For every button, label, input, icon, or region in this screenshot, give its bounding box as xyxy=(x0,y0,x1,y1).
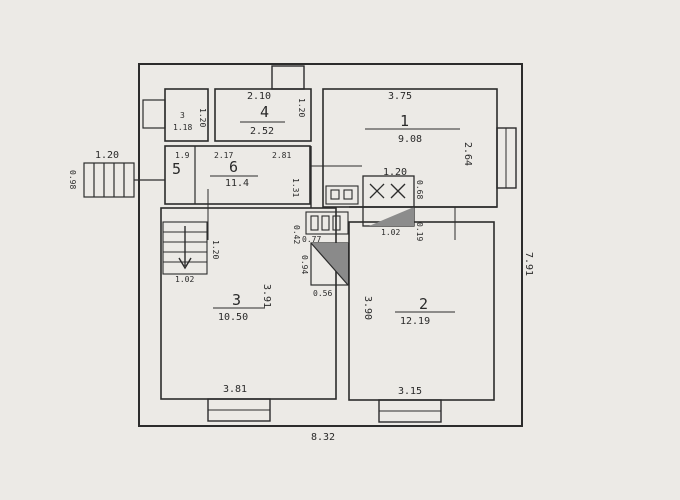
dim-stair-width: 1.02 xyxy=(175,275,194,284)
dim-stair-height: 1.20 xyxy=(211,240,220,259)
dim-stove-h: 0.68 xyxy=(415,180,424,199)
dim-r1-height: 2.64 xyxy=(462,142,473,166)
room-5-number: 5 xyxy=(172,160,181,178)
room-3-number: 3 xyxy=(232,291,241,309)
dim-stove-bottom: 1.02 xyxy=(381,228,400,237)
dim-r3-height: 3.91 xyxy=(261,284,272,308)
dim-porch-height: 0.98 xyxy=(68,170,77,189)
window-left xyxy=(142,99,166,129)
room-4-number: 4 xyxy=(260,103,269,121)
dim-small-a: 0.42 xyxy=(292,225,301,244)
dim-stove-h2: 0.19 xyxy=(415,222,424,241)
room-2-number: 2 xyxy=(419,295,428,313)
dim-r1-width: 3.75 xyxy=(388,91,412,102)
bath-number: 3 xyxy=(180,111,185,120)
closet xyxy=(310,242,349,286)
dim-r2-height: 3.90 xyxy=(362,296,373,320)
dim-corr-h: 1.31 xyxy=(291,178,300,197)
dim-closet-w: 0.56 xyxy=(313,289,332,298)
dim-r4-height: 1.20 xyxy=(297,98,306,117)
dim-corr-b: 2.17 xyxy=(214,151,233,160)
dim-closet-h: 0.94 xyxy=(300,255,309,274)
dim-porch-width: 1.20 xyxy=(95,150,119,161)
dim-corr-c: 2.81 xyxy=(272,151,291,160)
dim-r4-width: 2.10 xyxy=(247,91,271,102)
chimney-top xyxy=(271,65,305,90)
dim-corr-a: 1.9 xyxy=(175,151,190,160)
boiler xyxy=(325,185,359,205)
room-4-area: 2.52 xyxy=(250,126,274,137)
dim-r2-width: 3.15 xyxy=(398,386,422,397)
room-1-number: 1 xyxy=(400,112,409,130)
room-1-area: 9.08 xyxy=(398,134,422,145)
dim-r3-width: 3.81 xyxy=(223,384,247,395)
room-4 xyxy=(214,88,312,142)
outer-wall xyxy=(138,63,523,427)
room-3-area: 10.50 xyxy=(218,312,248,323)
dim-total-height: 7.91 xyxy=(523,252,534,276)
porch-steps xyxy=(83,162,165,198)
room-6-number: 6 xyxy=(229,158,238,176)
vent-grid xyxy=(305,211,349,235)
dim-bath-height: 1.20 xyxy=(198,108,207,127)
room-6 xyxy=(164,145,311,205)
stairs xyxy=(162,221,208,275)
room-6-area: 11.4 xyxy=(225,178,249,189)
bath-area: 1.18 xyxy=(173,123,192,132)
dim-small-b: 0.77 xyxy=(302,235,321,244)
dim-total-width: 8.32 xyxy=(311,432,335,443)
dim-stove-width: 1.20 xyxy=(383,167,407,178)
room-2-area: 12.19 xyxy=(400,316,430,327)
